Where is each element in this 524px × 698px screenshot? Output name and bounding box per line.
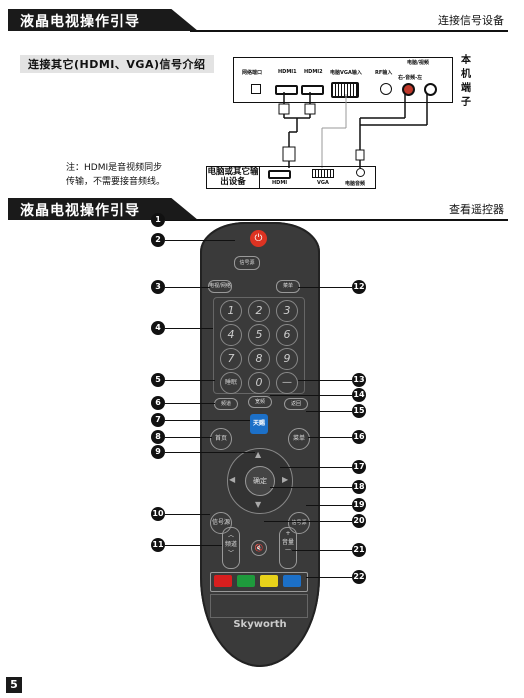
- signal-source-button-2[interactable]: 信号源: [288, 512, 310, 534]
- remote-ir-window: [210, 594, 308, 618]
- hdmi2-port-icon: [301, 85, 324, 95]
- header-title-bar-2: 液晶电视操作引导: [8, 198, 198, 220]
- power-button[interactable]: ⏻: [250, 230, 267, 247]
- red-button[interactable]: [214, 575, 232, 587]
- digit-8-button[interactable]: 8: [248, 348, 270, 370]
- header-right-title: 连接信号设备: [438, 14, 504, 27]
- port-label-vga: 电脑VGA输入: [330, 70, 362, 76]
- port-label-hdmi2: HDMI2: [304, 69, 323, 75]
- blue-button[interactable]: [283, 575, 301, 587]
- callout-4: 4: [151, 321, 165, 335]
- callout-3: 3: [151, 280, 165, 294]
- source-port-label-audio: 电脑音频: [345, 181, 366, 187]
- digit-4-button[interactable]: 4: [220, 324, 242, 346]
- left-arrow-icon[interactable]: ◀: [229, 475, 236, 484]
- right-arrow-icon[interactable]: ▶: [282, 475, 289, 484]
- callout-19: 19: [352, 498, 366, 512]
- digit-6-button[interactable]: 6: [276, 324, 298, 346]
- exit-button[interactable]: 信号源: [210, 512, 232, 534]
- header-title-2: 液晶电视操作引导: [20, 203, 140, 219]
- up-arrow-icon[interactable]: ▲: [255, 450, 262, 459]
- digit-3-button[interactable]: 3: [276, 300, 298, 322]
- vga-port-icon: [331, 82, 359, 98]
- callout-15: 15: [352, 404, 366, 418]
- mute-button[interactable]: 🔇: [251, 540, 267, 556]
- source-audio-port-icon: [356, 168, 365, 177]
- page-number: 5: [6, 677, 22, 693]
- callout-10: 10: [151, 507, 165, 521]
- menu-button[interactable]: 菜单: [276, 280, 300, 293]
- volume-rocker[interactable]: +音量—: [279, 527, 297, 569]
- header-title: 液晶电视操作引导: [20, 14, 140, 30]
- source-hdmi-port-icon: [268, 170, 291, 179]
- source-port-label-vga: VGA: [317, 180, 329, 186]
- digit-2-button[interactable]: 2: [248, 300, 270, 322]
- yellow-button[interactable]: [260, 575, 278, 587]
- mode-button[interactable]: 电视/网络: [208, 280, 232, 293]
- signal-source-button[interactable]: 信号源: [234, 256, 260, 270]
- callout-16: 16: [352, 430, 366, 444]
- callout-8: 8: [151, 430, 165, 444]
- hdmi-note: 注：HDMI是音视频同步 传输，不需要接音频线。: [66, 163, 166, 187]
- digit-9-button[interactable]: 9: [276, 348, 298, 370]
- network-port-icon: [251, 84, 261, 94]
- audio-left-port-icon: [424, 83, 437, 96]
- channel-rocker[interactable]: ︿频道﹀: [222, 527, 240, 569]
- source-device-label: 电脑或其它输出设备: [207, 167, 260, 188]
- sleep-button[interactable]: 睡眠: [220, 372, 242, 394]
- rf-port-icon: [380, 83, 392, 95]
- dash-button[interactable]: —: [276, 372, 298, 394]
- port-label-audio-top: 电脑/视频: [407, 60, 429, 66]
- digit-7-button[interactable]: 7: [220, 348, 242, 370]
- port-label-rf: RF输入: [375, 70, 393, 76]
- port-label-hdmi1: HDMI1: [278, 69, 297, 75]
- source-vga-port-icon: [312, 169, 334, 178]
- callout-18: 18: [352, 480, 366, 494]
- color-button-row: [210, 572, 308, 592]
- brand-logo: Skyworth: [233, 619, 287, 630]
- callout-9: 9: [151, 445, 165, 459]
- callout-1: 1: [151, 213, 165, 227]
- wide-button[interactable]: 宽频: [248, 396, 272, 408]
- callout-17: 17: [352, 460, 366, 474]
- tv-terminal-label: 本 机 端 子: [461, 55, 471, 108]
- callout-2: 2: [151, 233, 165, 247]
- digit-0-button[interactable]: 0: [248, 372, 270, 394]
- callout-11: 11: [151, 538, 165, 552]
- home-button[interactable]: 首页: [210, 428, 232, 450]
- callout-13: 13: [352, 373, 366, 387]
- source-port-label-hdmi: HDMI: [272, 180, 288, 186]
- callout-14: 14: [352, 388, 366, 402]
- digit-1-button[interactable]: 1: [220, 300, 242, 322]
- port-label-network: 网络端口: [242, 70, 263, 76]
- header-bar-1: 液晶电视操作引导 连接信号设备: [0, 9, 524, 35]
- header-title-bar: 液晶电视操作引导: [8, 9, 198, 31]
- mute-icon: 🔇: [254, 544, 264, 552]
- callout-20: 20: [352, 514, 366, 528]
- green-button[interactable]: [237, 575, 255, 587]
- port-label-audio-bottom: 右-音频-左: [398, 75, 423, 81]
- callout-7: 7: [151, 413, 165, 427]
- source-device-panel: 电脑或其它输出设备 HDMI VGA 电脑音频: [206, 166, 376, 189]
- down-arrow-icon[interactable]: ▼: [255, 500, 262, 509]
- info-button[interactable]: 菜单: [288, 428, 310, 450]
- tianci-button[interactable]: 天赐: [250, 414, 268, 434]
- section-title: 连接其它(HDMI、VGA)信号介绍: [20, 55, 214, 73]
- cable-diagram: [278, 92, 428, 168]
- callout-12: 12: [352, 280, 366, 294]
- digit-5-button[interactable]: 5: [248, 324, 270, 346]
- audio-right-port-icon: [402, 83, 415, 96]
- hdmi1-port-icon: [275, 85, 298, 95]
- callout-22: 22: [352, 570, 366, 584]
- remote-control: ⏻ 信号源 电视/网络 菜单 1 2 3 4 5 6 7 8 9 0 睡眠 — …: [200, 222, 320, 667]
- header-bar-2: 液晶电视操作引导 查看遥控器: [0, 198, 524, 224]
- back-button[interactable]: 返回: [284, 398, 308, 410]
- tv-port-panel: 网络端口 HDMI1 HDMI2 电脑VGA输入 RF输入 电脑/视频 右-音频…: [233, 57, 453, 103]
- callout-6: 6: [151, 396, 165, 410]
- callout-5: 5: [151, 373, 165, 387]
- channel-list-button[interactable]: 频道: [214, 398, 238, 410]
- header-right-title-2: 查看遥控器: [449, 203, 504, 216]
- ok-button[interactable]: 确定: [245, 466, 275, 496]
- callout-21: 21: [352, 543, 366, 557]
